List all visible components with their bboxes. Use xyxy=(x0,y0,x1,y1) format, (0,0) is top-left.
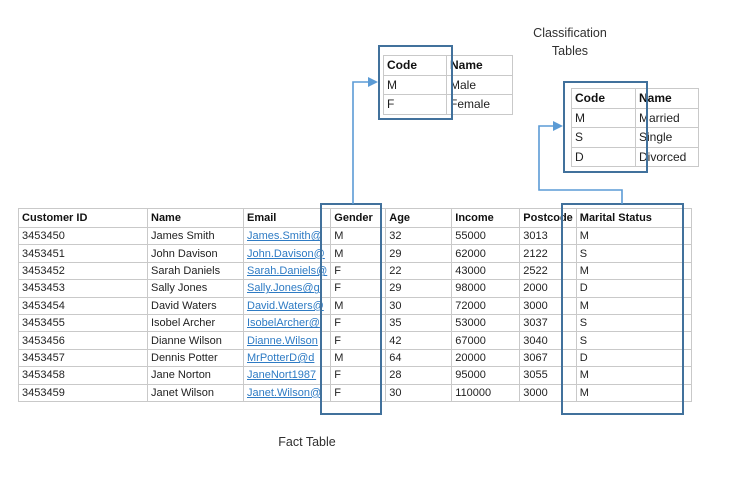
email-link[interactable]: David.Waters@ xyxy=(247,300,324,312)
email-cell: Sally.Jones@g xyxy=(244,280,331,297)
email-cell: James.Smith@ xyxy=(244,228,331,245)
email-link[interactable]: Dianne.Wilson xyxy=(247,335,318,347)
email-link[interactable]: MrPotterD@d xyxy=(247,352,314,364)
marital-column-highlight-box xyxy=(561,203,684,415)
income-cell: 55000 xyxy=(452,228,520,245)
age-cell: 42 xyxy=(386,332,452,349)
email-cell: David.Waters@ xyxy=(244,297,331,314)
income-cell: 98000 xyxy=(452,280,520,297)
customer-id-cell: 3453454 xyxy=(19,297,148,314)
name-cell: Sarah Daniels xyxy=(148,262,244,279)
name-cell: James Smith xyxy=(148,228,244,245)
fact-table-label: Fact Table xyxy=(277,434,337,452)
age-cell: 29 xyxy=(386,280,452,297)
name-cell: Jane Norton xyxy=(148,367,244,384)
email-cell: Janet.Wilson@ xyxy=(244,384,331,401)
age-cell: 22 xyxy=(386,262,452,279)
email-link[interactable]: James.Smith@ xyxy=(247,230,322,242)
customer-id-cell: 3453456 xyxy=(19,332,148,349)
email-cell: IsobelArcher@ xyxy=(244,314,331,331)
age-cell: 64 xyxy=(386,349,452,366)
col-header-customer-id: Customer ID xyxy=(19,209,148,228)
age-cell: 28 xyxy=(386,367,452,384)
income-cell: 43000 xyxy=(452,262,520,279)
email-link[interactable]: Sally.Jones@g xyxy=(247,282,320,294)
age-cell: 30 xyxy=(386,384,452,401)
income-cell: 95000 xyxy=(452,367,520,384)
age-cell: 29 xyxy=(386,245,452,262)
email-link[interactable]: Sarah.Daniels@ xyxy=(247,265,327,277)
gender-code-highlight-box xyxy=(378,45,453,120)
classification-tables-label: Classification Tables xyxy=(525,25,615,60)
income-cell: 53000 xyxy=(452,314,520,331)
income-cell: 62000 xyxy=(452,245,520,262)
income-cell: 72000 xyxy=(452,297,520,314)
email-link[interactable]: IsobelArcher@ xyxy=(247,317,320,329)
income-cell: 20000 xyxy=(452,349,520,366)
email-link[interactable]: JaneNort1987 xyxy=(247,369,316,381)
gender-arrowhead-icon xyxy=(368,77,378,87)
email-cell: John.Davison@ xyxy=(244,245,331,262)
customer-id-cell: 3453457 xyxy=(19,349,148,366)
email-cell: Dianne.Wilson xyxy=(244,332,331,349)
email-cell: MrPotterD@d xyxy=(244,349,331,366)
marital-code-highlight-box xyxy=(563,81,648,173)
income-cell: 110000 xyxy=(452,384,520,401)
gender-connector-line xyxy=(353,82,369,204)
name-cell: David Waters xyxy=(148,297,244,314)
email-link[interactable]: John.Davison@ xyxy=(247,248,325,260)
email-cell: Sarah.Daniels@ xyxy=(244,262,331,279)
name-cell: Dianne Wilson xyxy=(148,332,244,349)
gender-column-highlight-box xyxy=(320,203,382,415)
email-cell: JaneNort1987 xyxy=(244,367,331,384)
col-header-income: Income xyxy=(452,209,520,228)
col-header-name: Name xyxy=(148,209,244,228)
name-cell: John Davison xyxy=(148,245,244,262)
age-cell: 35 xyxy=(386,314,452,331)
customer-id-cell: 3453452 xyxy=(19,262,148,279)
name-cell: Female xyxy=(447,95,513,115)
email-link[interactable]: Janet.Wilson@ xyxy=(247,387,321,399)
age-cell: 30 xyxy=(386,297,452,314)
name-cell: Male xyxy=(447,75,513,95)
customer-id-cell: 3453459 xyxy=(19,384,148,401)
col-header-age: Age xyxy=(386,209,452,228)
name-cell: Dennis Potter xyxy=(148,349,244,366)
customer-id-cell: 3453458 xyxy=(19,367,148,384)
age-cell: 32 xyxy=(386,228,452,245)
name-cell: Sally Jones xyxy=(148,280,244,297)
income-cell: 67000 xyxy=(452,332,520,349)
name-cell: Janet Wilson xyxy=(148,384,244,401)
customer-id-cell: 3453451 xyxy=(19,245,148,262)
name-cell: Isobel Archer xyxy=(148,314,244,331)
col-header-name: Name xyxy=(447,56,513,76)
customer-id-cell: 3453455 xyxy=(19,314,148,331)
customer-id-cell: 3453450 xyxy=(19,228,148,245)
customer-id-cell: 3453453 xyxy=(19,280,148,297)
col-header-email: Email xyxy=(244,209,331,228)
marital-arrowhead-icon xyxy=(553,121,563,131)
